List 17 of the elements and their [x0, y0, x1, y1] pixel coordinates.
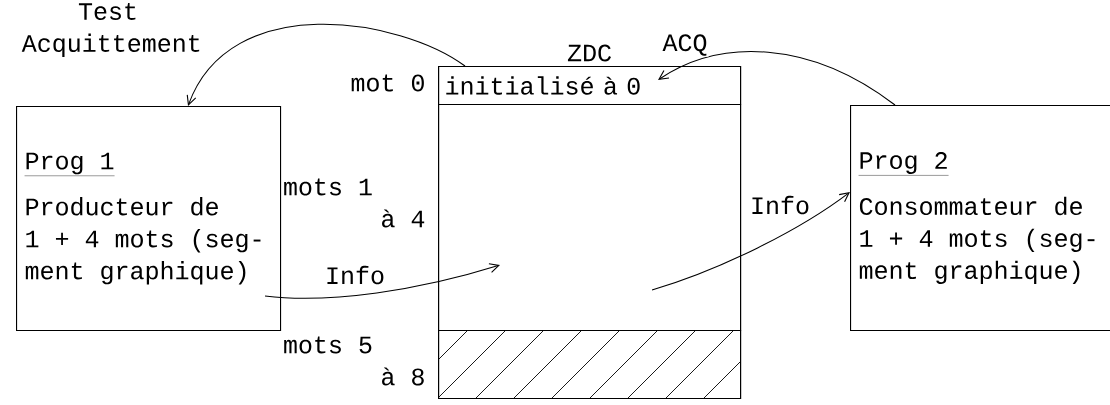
curved-arrow [651, 192, 850, 291]
edge-label: Info [752, 195, 809, 215]
row-label: mot 0 [351, 74, 424, 92]
curved-arrow [658, 51, 896, 106]
hatched-row [438, 330, 742, 400]
program-box: Prog 2 Consommateur de 1 + 4 mots (seg- ment graphique) [850, 105, 1110, 332]
edge-label: Test Acquittement [21, 3, 200, 57]
memory-row [438, 104, 742, 332]
program-box: Prog 1 Producteur de 1 + 4 mots (seg- ment graphique) [16, 106, 282, 332]
node-label: ZDC [567, 44, 611, 62]
row-label: mots 5 à 8 [284, 336, 424, 386]
curved-arrow [186, 23, 466, 106]
edge-label: Info [327, 265, 384, 285]
row-label: mots 1 à 4 [284, 178, 425, 228]
memory-word-row: initialisé à 0 [438, 66, 742, 106]
edge-label: ACQ [662, 34, 707, 56]
curved-arrow [264, 263, 500, 299]
